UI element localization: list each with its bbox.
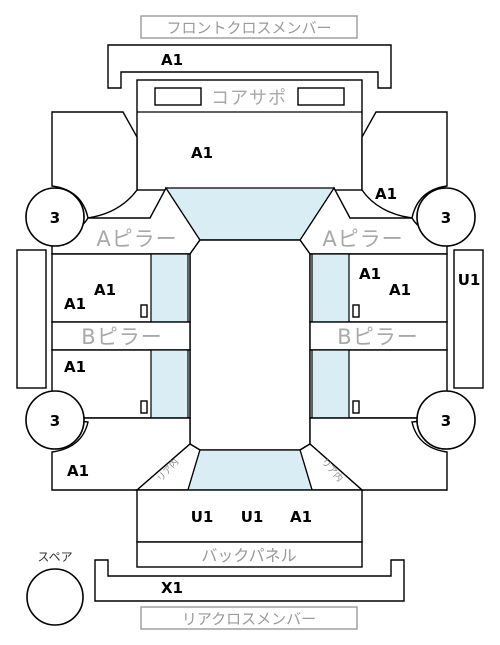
tire-rear-right-grade: 3: [441, 412, 451, 430]
rear-cross-member-part[interactable]: [94, 559, 405, 602]
b-pillar-right-label: Bピラー: [337, 325, 418, 349]
headlight-right[interactable]: [297, 87, 345, 106]
tire-front-right-grade: 3: [441, 209, 451, 227]
back-panel-label: バックパネル: [201, 546, 296, 565]
front-cross-member-label: フロントクロスメンバー: [166, 19, 331, 37]
rear-cross-grade: X1: [161, 579, 183, 597]
tire-front-left-grade: 3: [50, 209, 60, 227]
left-front-door-inner-grade: A1: [64, 295, 86, 313]
front-cross-grade: A1: [161, 51, 183, 69]
back-grade-2: U1: [241, 508, 264, 526]
right-side-panel-grade: U1: [458, 271, 481, 289]
back-grade-1: U1: [191, 508, 214, 526]
trunk-lid[interactable]: [136, 489, 363, 543]
tire-rear-right-rim: [416, 419, 447, 450]
left-rear-door-handle[interactable]: [140, 400, 148, 414]
core-support-label: コアサポ: [211, 88, 287, 109]
b-pillar-left-panel[interactable]: [51, 321, 191, 351]
b-pillar-left-label: Bピラー: [81, 325, 162, 349]
spare-tire[interactable]: [26, 568, 84, 626]
right-rear-door-handle[interactable]: [352, 400, 360, 414]
left-rear-door-grade: A1: [64, 358, 86, 376]
rear-cross-member-label: リアクロスメンバー: [182, 610, 316, 628]
tire-front-right-rim: [416, 187, 447, 218]
right-front-window[interactable]: [311, 253, 350, 323]
left-rear-window[interactable]: [150, 349, 189, 419]
left-rear-quarter-grade: A1: [67, 462, 89, 480]
rear-cross-member-label-box: [140, 606, 358, 630]
left-front-door-outer-grade: A1: [94, 281, 116, 299]
left-side-sill[interactable]: [16, 249, 47, 389]
tire-rear-left-grade: 3: [50, 412, 60, 430]
rear-window[interactable]: [187, 449, 313, 491]
a-pillar-right-label: Aピラー: [322, 227, 403, 251]
core-support-grade: A1: [191, 144, 213, 162]
spare-label: スペア: [37, 550, 72, 564]
front-right-fender-grade: A1: [375, 185, 397, 203]
left-front-door-handle[interactable]: [140, 304, 148, 318]
back-panel[interactable]: [136, 541, 363, 568]
headlight-left[interactable]: [154, 87, 202, 106]
roof-panel[interactable]: [189, 239, 311, 451]
left-front-window[interactable]: [150, 253, 189, 323]
front-cross-member-label-box: [140, 15, 358, 39]
right-side-sill[interactable]: [453, 249, 484, 389]
a-pillar-left-label: Aピラー: [96, 227, 177, 251]
right-front-door-outer-grade: A1: [359, 265, 381, 283]
front-cross-member-part[interactable]: [107, 44, 392, 89]
right-front-door-handle[interactable]: [352, 304, 360, 318]
right-front-door-inner-grade: A1: [389, 281, 411, 299]
right-rear-window[interactable]: [311, 349, 350, 419]
back-grade-3: A1: [290, 508, 312, 526]
b-pillar-right-panel[interactable]: [309, 321, 448, 351]
tire-rear-left-rim: [54, 419, 85, 450]
tire-front-left-rim: [54, 187, 85, 218]
